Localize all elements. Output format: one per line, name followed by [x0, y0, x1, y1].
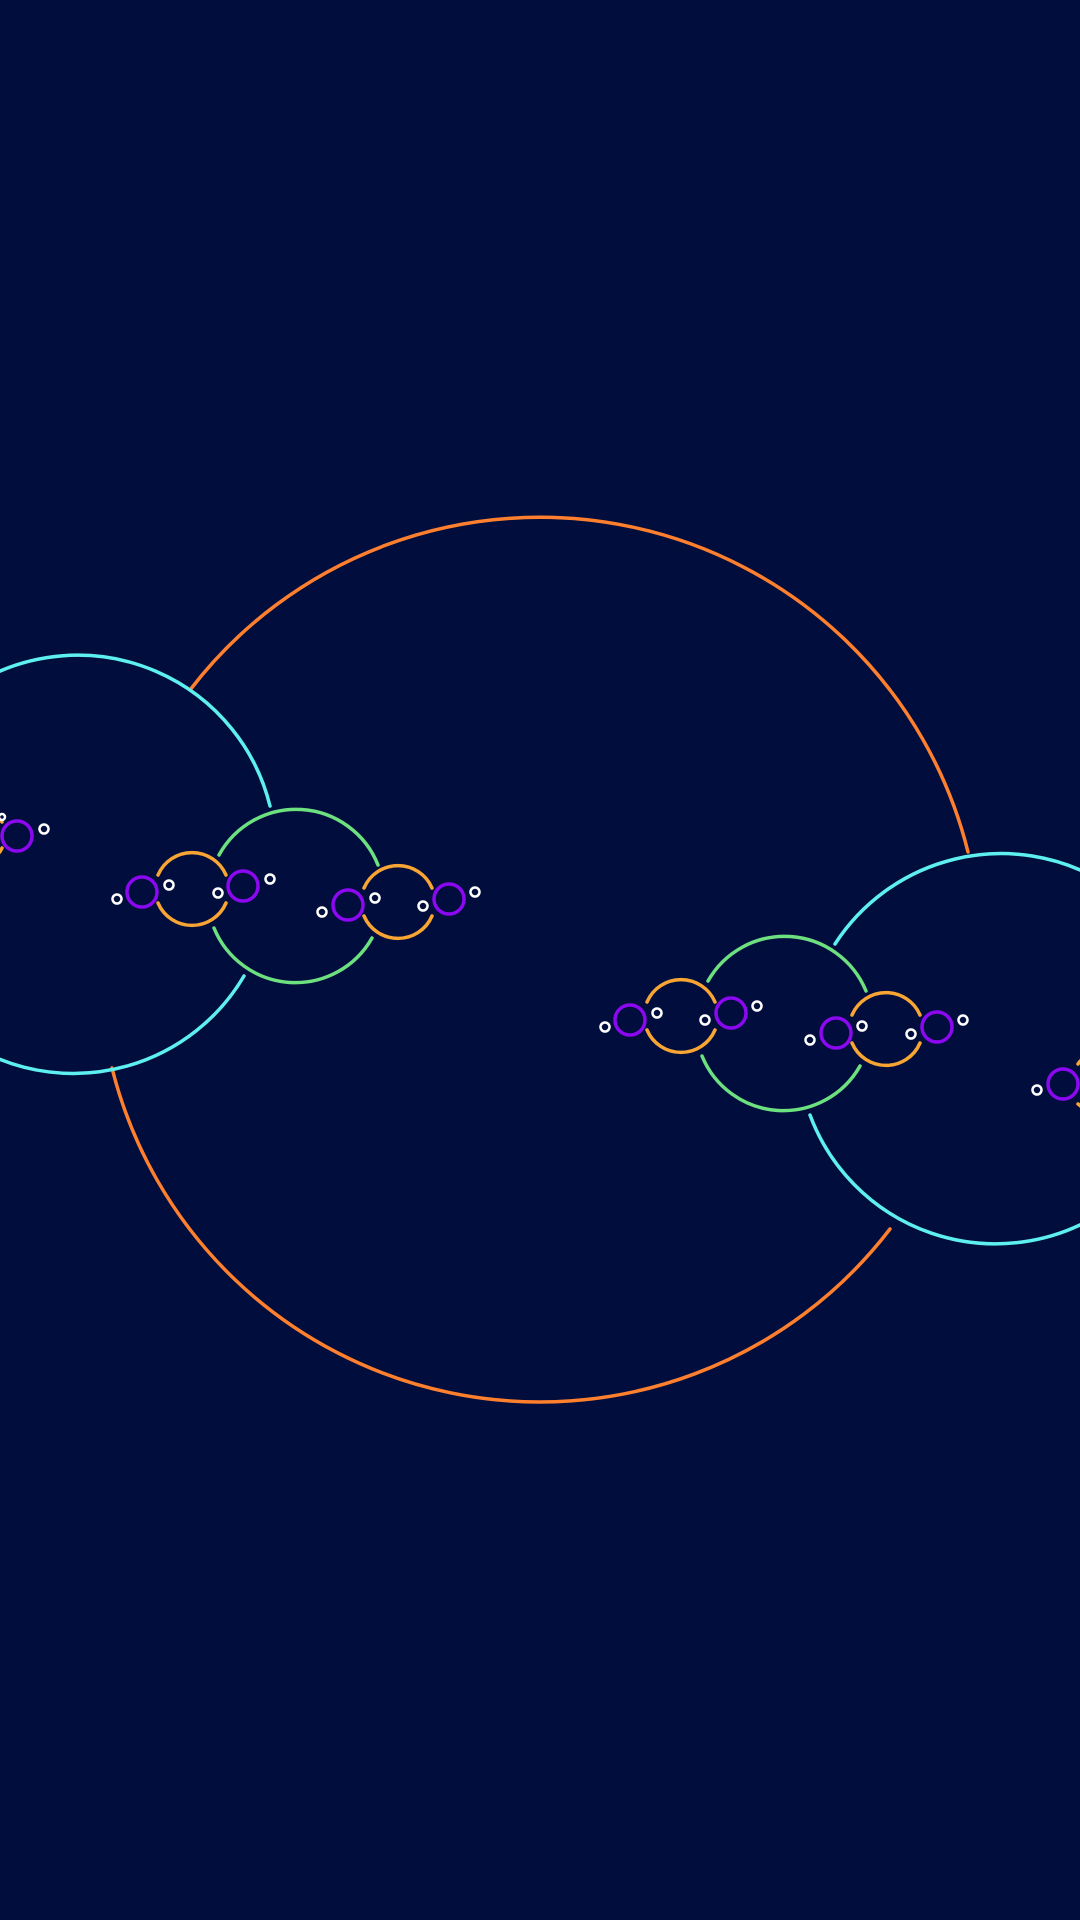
amber-1-bottom — [156, 901, 228, 928]
white-14 — [804, 1034, 816, 1046]
violet-circles — [0, 819, 1080, 1101]
amber-3-bottom — [645, 1028, 717, 1055]
right-cyan-arc-top — [833, 851, 1080, 946]
violet-8 — [819, 1016, 853, 1050]
white-15 — [856, 1020, 868, 1032]
left-green-arc-bottom — [212, 926, 374, 985]
right-green-arc-top — [706, 934, 868, 993]
white-11 — [651, 1007, 663, 1019]
violet-4 — [331, 888, 365, 922]
violet-5 — [432, 882, 466, 916]
violet-3 — [226, 869, 260, 903]
white-7 — [369, 892, 381, 904]
white-1 — [38, 823, 50, 835]
left-cyan-arc-bottom — [0, 974, 246, 1076]
white-13 — [751, 1000, 763, 1012]
white-5 — [264, 873, 276, 885]
white-10 — [599, 1021, 611, 1033]
white-9 — [469, 886, 481, 898]
white-17 — [957, 1014, 969, 1026]
violet-10 — [1046, 1067, 1080, 1101]
right-green-circle — [700, 934, 868, 1113]
right-cyan-circle — [808, 851, 1080, 1246]
left-green-arc-top — [217, 807, 380, 867]
white-2 — [111, 893, 123, 905]
white-3 — [163, 879, 175, 891]
violet-2 — [125, 875, 159, 909]
left-cyan-circle — [0, 653, 272, 1076]
white-8 — [417, 900, 429, 912]
white-19 — [0, 812, 7, 822]
amber-4-bottom — [850, 1041, 922, 1068]
amber-edge-right-b — [1076, 1102, 1080, 1108]
outer-arc-top — [188, 515, 970, 854]
amber-2-top — [362, 863, 434, 890]
white-16 — [905, 1028, 917, 1040]
violet-7 — [714, 996, 748, 1030]
white-circles — [0, 812, 1043, 1096]
amber-2-bottom — [362, 914, 434, 941]
right-green-arc-bottom — [700, 1054, 862, 1113]
amber-3-top — [645, 977, 717, 1004]
amber-circles — [0, 817, 1080, 1108]
white-18 — [1031, 1084, 1043, 1096]
amber-edge-left-b — [0, 846, 4, 855]
violet-6 — [613, 1003, 647, 1037]
white-12 — [699, 1014, 711, 1026]
violet-9 — [920, 1010, 954, 1044]
left-green-circle — [212, 807, 380, 985]
amber-edge-right — [1076, 1058, 1080, 1066]
outer-arc-bottom — [110, 1066, 892, 1404]
right-cyan-arc-bottom — [808, 1113, 1080, 1246]
white-6 — [316, 906, 328, 918]
outer-circle-group — [110, 515, 970, 1404]
white-4 — [212, 887, 224, 899]
amber-4-top — [850, 990, 922, 1017]
violet-1 — [0, 819, 34, 853]
amber-1-top — [156, 850, 228, 877]
left-cyan-arc-top — [0, 653, 272, 808]
